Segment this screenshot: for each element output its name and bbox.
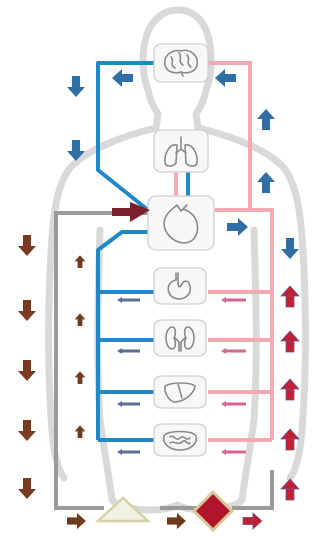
flow-arrow-blue-right [227,218,248,236]
intestines-box [153,423,207,457]
kidneys-box [153,319,207,357]
intestines-icon [162,430,198,451]
flow-arrow-small-up [74,255,86,268]
flow-arrow-brown-down [18,360,36,381]
flow-arrow-small-up [74,371,86,384]
heart-box [147,195,215,251]
lungs-box [153,129,209,173]
flow-arrow-brown-right [67,512,86,530]
flow-dash-venous [117,348,140,354]
flow-arrow-small-up [74,313,86,326]
bypass-line [54,211,274,510]
stomach-icon [167,272,192,300]
liver-icon [164,382,196,403]
flow-arrow-blue-down [67,76,85,97]
heart-icon [163,204,199,244]
flow-arrow-brown-down [18,478,36,499]
flow-arrow-red-up [280,378,300,401]
flow-arrow-blue-up [257,172,275,193]
flow-dash-venous [117,401,140,407]
small-arrows [74,255,246,455]
heart-connector-arrow [112,202,150,222]
flow-arrow-brown-down [18,420,36,441]
flow-arrow-blue-left [112,69,133,87]
oxygenator-diamond [191,489,235,533]
lungs-icon [164,136,198,167]
arterial-lines [174,61,274,442]
flow-arrow-blue-up [257,109,275,130]
flow-arrow-blue-left [215,69,236,87]
flow-arrow-blue-down [281,238,299,259]
flow-arrow-brown-down [18,300,36,321]
brain-icon [163,49,199,77]
kidneys-icon [165,326,195,352]
flow-arrow-red-up [280,330,300,353]
flow-dash-arterial [221,449,246,455]
organ-icons [162,49,199,451]
flow-arrow-red-right [242,512,263,530]
flow-dash-venous [117,297,140,303]
flow-dash-venous [117,449,140,455]
pump-triangle [94,496,152,523]
flow-arrow-small-up [74,425,86,438]
flow-arrow-brown-right [167,512,186,530]
flow-arrow-red-up [280,285,300,308]
flow-arrow-brown-down [18,235,36,256]
flow-dash-arterial [221,401,246,407]
flow-arrow-red-up [280,428,300,451]
flow-dash-arterial [221,297,246,303]
flow-dash-arterial [221,348,246,354]
venous-lines [96,61,190,442]
circuit-devices [94,489,235,533]
flow-arrow-red-up [280,478,300,501]
